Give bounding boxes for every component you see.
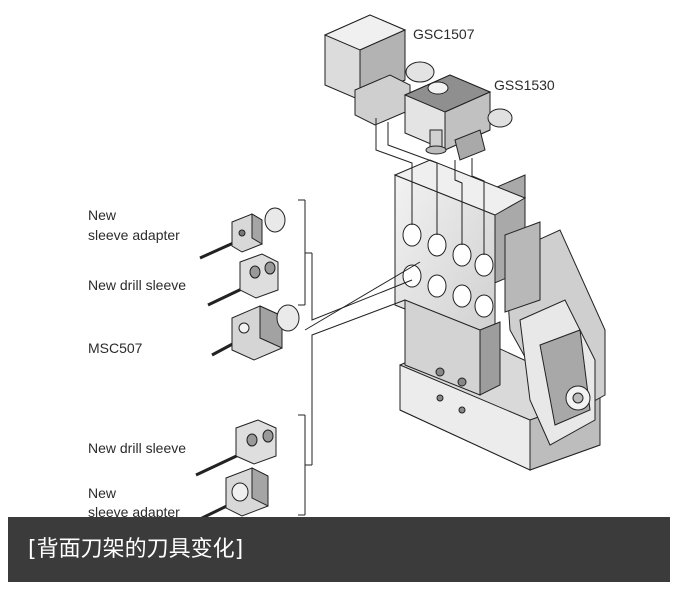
sleeve-adapter-1 <box>199 207 286 260</box>
new-drill-sleeve-label-2: New drill sleeve <box>88 440 187 456</box>
caption-bar: [背面刀架的刀具变化] <box>8 517 670 582</box>
new-sleeve-adapter-label-2-line-1: New <box>88 485 117 501</box>
msc507-label: MSC507 <box>88 340 143 356</box>
drill-sleeve-2 <box>195 419 277 477</box>
new-sleeve-adapter-label-1-line-2: sleeve adapter <box>88 227 180 243</box>
caption-text: [背面刀架的刀具变化] <box>28 537 244 562</box>
gss1530-label: GSS1530 <box>494 77 555 93</box>
new-sleeve-adapter-label-1-line-1: New <box>88 207 117 223</box>
msc507-holder <box>211 304 300 361</box>
new-drill-sleeve-label-1: New drill sleeve <box>88 277 187 293</box>
sleeve-adapter-2 <box>197 467 269 522</box>
gss1530-holder <box>403 74 513 161</box>
top-leader-lines <box>375 118 485 255</box>
drill-sleeve-1 <box>207 253 279 307</box>
tool-post-block <box>393 159 606 471</box>
left-brackets <box>298 199 421 516</box>
new-sleeve-adapter-label-2-line-2: sleeve adapter <box>88 504 180 520</box>
gsc1507-label: GSC1507 <box>413 26 475 42</box>
gsc1507-holder <box>323 14 435 126</box>
